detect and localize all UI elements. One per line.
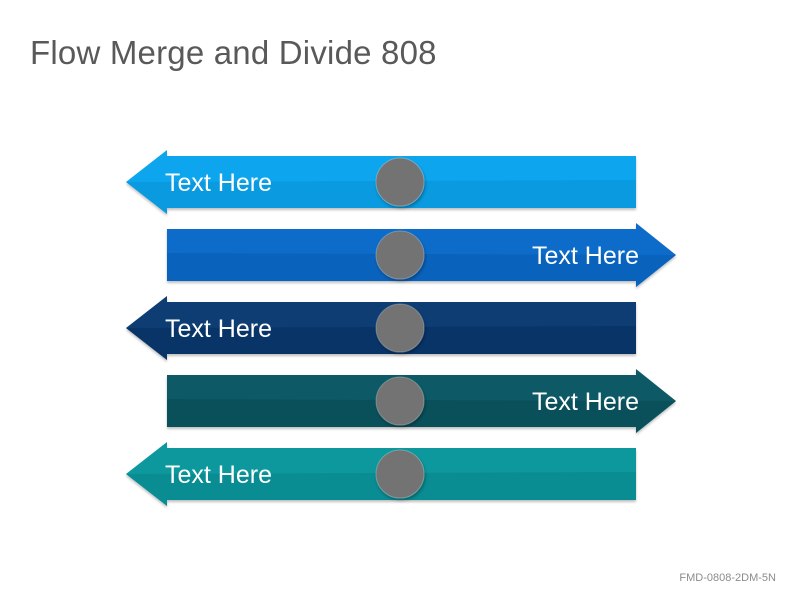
flow-arrow-3: Text Here (126, 296, 636, 360)
hub-circle (375, 449, 425, 499)
arrow-label: Text Here (165, 315, 272, 343)
flow-arrow-5: Text Here (126, 442, 636, 506)
arrow-shade (167, 399, 676, 433)
flow-arrow-2: Text Here (167, 223, 676, 287)
page-title: Flow Merge and Divide 808 (30, 34, 437, 71)
arrow-label: Text Here (532, 388, 639, 416)
arrow-label: Text Here (165, 461, 272, 489)
footer-code: FMD-0808-2DM-5N (679, 572, 776, 584)
hub-circle (375, 230, 425, 280)
flow-arrow-1: Text Here (126, 150, 636, 214)
hub-circle (375, 376, 425, 426)
arrow-shade (167, 253, 676, 287)
flow-arrow-4: Text Here (167, 369, 676, 433)
hub-circle (375, 303, 425, 353)
arrow-label: Text Here (165, 169, 272, 197)
hub-circle (375, 157, 425, 207)
arrow-label: Text Here (532, 242, 639, 270)
